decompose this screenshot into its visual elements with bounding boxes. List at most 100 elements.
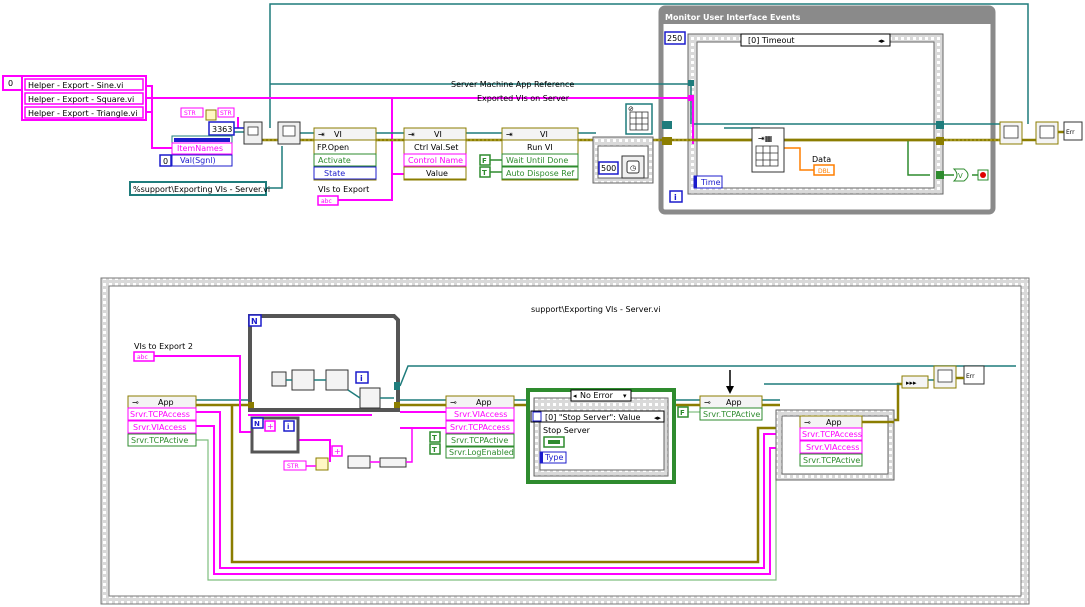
- svg-text:N: N: [251, 317, 258, 326]
- boolean-wire-top: [490, 140, 930, 176]
- ctrl-val-set-invoke-node[interactable]: ⇥ VI Ctrl Val.Set Control Name Value: [403, 127, 467, 181]
- case-selector-no-error[interactable]: ◂ No Error ▾: [570, 389, 632, 402]
- error-icon: Err: [1066, 129, 1075, 136]
- vis-to-export-control[interactable]: abc: [317, 195, 339, 206]
- true-constant-mid-1[interactable]: T: [429, 431, 441, 443]
- close-reference-node-2[interactable]: [1035, 121, 1059, 145]
- svg-text:Srvr.VIAccess: Srvr.VIAccess: [454, 410, 507, 419]
- stop-server-terminal[interactable]: [543, 436, 565, 448]
- svg-text:+: +: [334, 447, 341, 456]
- get-table-value-node[interactable]: ⇥▦: [751, 127, 785, 173]
- svg-text:T: T: [432, 434, 437, 442]
- svg-text:App: App: [476, 398, 492, 407]
- svg-text:VI: VI: [540, 130, 548, 139]
- concat-node-bottom[interactable]: [306, 427, 446, 469]
- svg-text:STR: STR: [287, 463, 299, 470]
- svg-text:0: 0: [163, 157, 168, 166]
- app-property-node-mid[interactable]: ⊸ App Srvr.VIAccess Srvr.TCPAccess Srvr.…: [445, 395, 515, 459]
- svg-text:App: App: [158, 398, 174, 407]
- for-loop-count-terminal: N: [248, 314, 262, 327]
- event-tunnels: [662, 80, 944, 179]
- case-left-arrow-icon: ◂: [573, 392, 577, 400]
- app-property-node-left[interactable]: ⊸ App Srvr.TCPAccess Srvr.VIAccess Srvr.…: [127, 395, 197, 447]
- helper-vi-square: Helper - Export - Square.vi: [28, 95, 134, 104]
- merge-errors-node[interactable]: ▸▸▸: [901, 375, 929, 389]
- build-path-node-bottom[interactable]: [315, 457, 329, 471]
- svg-text:i: i: [674, 193, 677, 202]
- app-property-node-after[interactable]: ⊸ App Srvr.TCPActive: [699, 395, 763, 421]
- loop-iteration-terminal: i: [669, 190, 683, 203]
- svg-text:F: F: [482, 157, 487, 165]
- stop-server-label: Stop Server: [543, 426, 591, 435]
- run-vi-invoke-node[interactable]: ⇥ VI Run VI Wait Until Done Auto Dispose…: [501, 127, 579, 181]
- simple-error-handler-bottom[interactable]: Err: [963, 365, 985, 385]
- true-constant-top[interactable]: T: [479, 166, 491, 178]
- svg-text:Value: Value: [426, 169, 448, 178]
- build-path-node[interactable]: STR: [205, 107, 235, 121]
- helper-vi-sine: Helper - Export - Sine.vi: [28, 81, 123, 90]
- vis-to-export2-control[interactable]: abc: [133, 351, 155, 362]
- case-right-arrow-icon: ▾: [623, 392, 627, 400]
- svg-text:Srvr.TCPActive: Srvr.TCPActive: [803, 456, 860, 465]
- svg-text:App: App: [726, 398, 742, 407]
- or-function[interactable]: V: [952, 168, 969, 182]
- close-reference-node-1[interactable]: [999, 121, 1023, 145]
- svg-text:Srvr.VIAccess: Srvr.VIAccess: [133, 423, 186, 432]
- data-indicator[interactable]: DBL: [813, 164, 835, 176]
- true-constant-mid-2[interactable]: T: [429, 443, 441, 455]
- svg-text:T: T: [432, 446, 437, 454]
- event-case-selector[interactable]: [0] Timeout ◂▸: [740, 33, 891, 47]
- string-wire-exported: [146, 85, 694, 201]
- array-size-constant[interactable]: 0: [159, 154, 172, 167]
- itemnames-property-node[interactable]: ItemNames Val(Sgnl): [171, 135, 233, 167]
- case-arrows-icon: ◂▸: [878, 37, 886, 45]
- svg-text:abc: abc: [321, 198, 332, 205]
- svg-text:Srvr.TCPAccess: Srvr.TCPAccess: [450, 423, 510, 432]
- close-reference-node-bottom[interactable]: [933, 365, 957, 389]
- small-plus-node[interactable]: +: [264, 420, 276, 432]
- helper-vi-triangle: Helper - Export - Triangle.vi: [28, 109, 138, 118]
- false-constant-bottom[interactable]: F: [677, 406, 689, 418]
- str-constant-1[interactable]: STR: [180, 107, 204, 118]
- open-vi-reference-node[interactable]: [277, 121, 301, 145]
- vis-to-export2-label: VIs to Export 2: [134, 342, 193, 351]
- fp-open-arrow-icon: ⇥: [318, 130, 325, 139]
- svg-text:T: T: [482, 169, 487, 177]
- svg-text:STR: STR: [184, 110, 196, 117]
- for-loop-iteration-terminal: i: [355, 371, 369, 384]
- svg-text:Ctrl Val.Set: Ctrl Val.Set: [414, 143, 458, 152]
- error-icon: Err: [966, 373, 975, 380]
- stop-server-event-selector[interactable]: [0] "Stop Server": Value ◂▸: [530, 410, 665, 423]
- simple-error-handler-top[interactable]: Err: [1063, 121, 1083, 141]
- small-loop-iteration-terminal: i: [283, 420, 295, 432]
- svg-text:3363: 3363: [212, 125, 232, 134]
- stop-terminal[interactable]: [977, 169, 989, 181]
- probe-arrow-icon: [726, 370, 734, 394]
- false-constant-top[interactable]: F: [479, 154, 491, 166]
- wait-ms-constant[interactable]: 500: [598, 161, 619, 175]
- helper-vis-array-constant[interactable]: 0 Helper - Export - Sine.vi Helper - Exp…: [2, 75, 147, 121]
- ctrl-val-set-arrow-icon: ⇥: [408, 130, 415, 139]
- case-structure-no-error: [526, 388, 676, 484]
- svg-text:State: State: [324, 169, 345, 178]
- wait-ms-function[interactable]: ◷: [621, 155, 645, 179]
- str-constant-bottom[interactable]: STR: [283, 460, 307, 471]
- svg-text:+: +: [267, 422, 274, 431]
- plus-node-bottom[interactable]: +: [331, 445, 343, 457]
- open-app-reference-node[interactable]: [243, 121, 263, 145]
- event-structure-monitor-ui[interactable]: Monitor User Interface Events: [658, 5, 996, 215]
- val-sgnl-label: Val(Sgnl): [180, 156, 216, 165]
- table-control-terminal[interactable]: ⊘: [625, 103, 653, 135]
- svg-text:Type: Type: [544, 453, 563, 462]
- fp-open-invoke-node[interactable]: ⇥ VI FP.Open Activate State: [313, 127, 377, 181]
- svg-text:Srvr.TCPAccess: Srvr.TCPAccess: [802, 430, 862, 439]
- port-number-constant[interactable]: 3363: [208, 121, 235, 136]
- svg-text:F: F: [680, 409, 685, 417]
- loop-inner-nodes[interactable]: [271, 369, 394, 409]
- svg-text:DBL: DBL: [818, 168, 831, 175]
- svg-text:[0] Timeout: [0] Timeout: [748, 36, 795, 45]
- server-path-constant[interactable]: %support\Exporting VIs - Server.vi: [129, 181, 270, 196]
- event-timeout-constant[interactable]: 250: [664, 31, 686, 45]
- app-property-node-right[interactable]: ⊸ App Srvr.TCPAccess Srvr.VIAccess Srvr.…: [799, 415, 863, 467]
